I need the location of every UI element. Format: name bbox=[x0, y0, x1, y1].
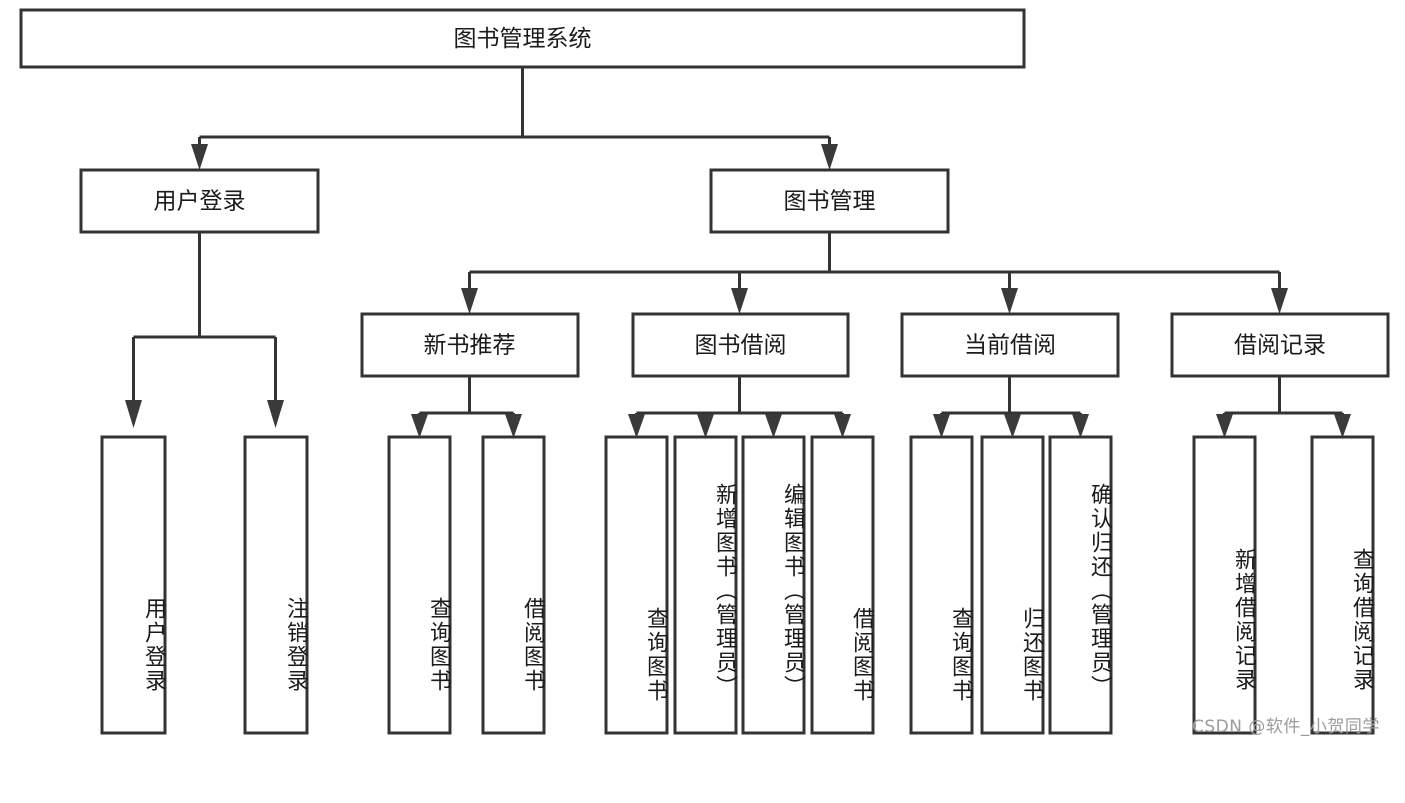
diagram-canvas: 图书管理系统 用户登录 图书管理 新书推荐 图书借阅 当前借阅 借阅记录 bbox=[19, 8, 1390, 737]
arrow-head-leaf-query-book-1 bbox=[411, 414, 428, 438]
node-box-book-management[interactable] bbox=[709, 168, 950, 234]
node-box-user-login[interactable] bbox=[79, 168, 320, 234]
node-label-new-book-recommend: 新书推荐 bbox=[424, 333, 516, 359]
arrow-head-new-book-recommend bbox=[461, 288, 478, 314]
node-label-user-login: 用户登录 bbox=[154, 189, 246, 215]
connector-group-book-management bbox=[461, 232, 1288, 314]
connector-group-borrow-record bbox=[1216, 376, 1351, 438]
arrow-head-leaf-query-record bbox=[1334, 414, 1351, 438]
arrow-head-leaf-user-login bbox=[125, 400, 142, 428]
node-box-current-borrow[interactable] bbox=[900, 312, 1120, 378]
arrow-head-leaf-borrow-book-2 bbox=[834, 414, 851, 438]
node-box-leaf-query-book-1[interactable] bbox=[387, 435, 452, 735]
node-current-borrow[interactable]: 当前借阅 bbox=[900, 312, 1120, 378]
node-book-borrow[interactable]: 图书借阅 bbox=[631, 312, 850, 378]
node-root[interactable]: 图书管理系统 bbox=[19, 8, 1026, 69]
arrow-head-leaf-add-book bbox=[697, 414, 714, 438]
node-book-management[interactable]: 图书管理 bbox=[709, 168, 950, 234]
arrow-head-leaf-confirm-return bbox=[1072, 414, 1089, 438]
connector-group-current-borrow bbox=[933, 376, 1089, 438]
node-box-leaf-add-record[interactable] bbox=[1192, 435, 1257, 735]
arrow-head-user-login bbox=[191, 144, 208, 170]
connector-group-user-login bbox=[125, 232, 284, 428]
node-label-book-borrow: 图书借阅 bbox=[695, 333, 787, 359]
node-borrow-record[interactable]: 借阅记录 bbox=[1170, 312, 1390, 378]
node-user-login[interactable]: 用户登录 bbox=[79, 168, 320, 234]
node-label-root: 图书管理系统 bbox=[454, 26, 592, 52]
connector-group-book-borrow bbox=[628, 376, 851, 438]
node-box-leaf-borrow-book-2[interactable] bbox=[810, 435, 875, 735]
arrow-head-leaf-query-book-2 bbox=[628, 414, 645, 438]
arrow-head-borrow-record bbox=[1271, 288, 1288, 314]
node-box-root[interactable] bbox=[19, 8, 1026, 69]
node-box-book-borrow[interactable] bbox=[631, 312, 850, 378]
arrow-head-leaf-add-record bbox=[1216, 414, 1233, 438]
node-box-leaf-return-book[interactable] bbox=[980, 435, 1045, 735]
diagram-svg: 图书管理系统 用户登录 图书管理 新书推荐 图书借阅 当前借阅 借阅记录 bbox=[19, 8, 1390, 735]
node-box-leaf-user-login[interactable] bbox=[100, 435, 167, 735]
node-label-current-borrow: 当前借阅 bbox=[964, 333, 1056, 359]
arrow-head-leaf-edit-book bbox=[765, 414, 782, 438]
connector-group-root bbox=[191, 67, 838, 170]
node-box-leaf-query-book-2[interactable] bbox=[604, 435, 669, 735]
csdn-watermark: CSDN @软件_小贺同学 bbox=[1192, 717, 1380, 737]
node-box-leaf-add-book[interactable] bbox=[673, 435, 738, 735]
arrow-head-book-management bbox=[821, 144, 838, 170]
arrow-head-current-borrow bbox=[1001, 288, 1018, 314]
node-box-leaf-borrow-book-1[interactable] bbox=[481, 435, 546, 735]
arrow-head-leaf-user-logout bbox=[267, 400, 284, 428]
node-box-leaf-query-record[interactable] bbox=[1310, 435, 1375, 735]
arrow-head-leaf-query-book-3 bbox=[933, 414, 950, 438]
arrow-head-leaf-return-book bbox=[1004, 414, 1021, 438]
arrow-head-leaf-borrow-book-1 bbox=[505, 414, 522, 438]
node-box-leaf-edit-book[interactable] bbox=[741, 435, 806, 735]
arrow-head-book-borrow bbox=[731, 288, 748, 314]
node-label-borrow-record: 借阅记录 bbox=[1234, 333, 1326, 359]
node-box-new-book-recommend[interactable] bbox=[360, 312, 580, 378]
node-box-borrow-record[interactable] bbox=[1170, 312, 1390, 378]
node-label-book-management: 图书管理 bbox=[784, 189, 876, 215]
node-box-leaf-query-book-3[interactable] bbox=[909, 435, 974, 735]
node-box-leaf-confirm-return[interactable] bbox=[1048, 435, 1113, 735]
connector-group-new-book-recommend bbox=[411, 376, 522, 438]
node-box-leaf-user-logout[interactable] bbox=[243, 435, 309, 735]
node-new-book-recommend[interactable]: 新书推荐 bbox=[360, 312, 580, 378]
